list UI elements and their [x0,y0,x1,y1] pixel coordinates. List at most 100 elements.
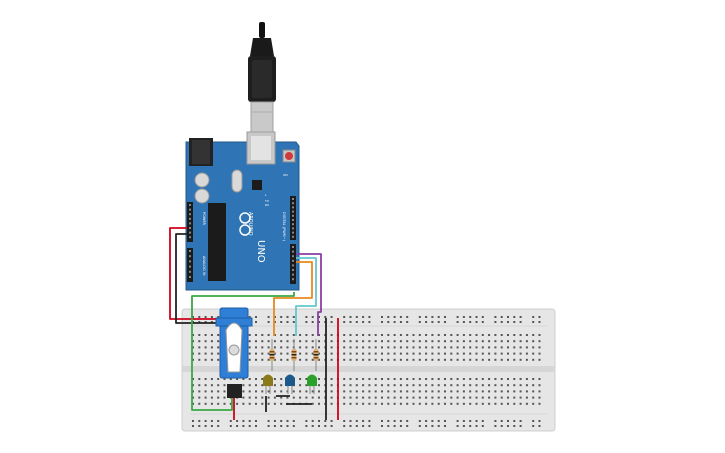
breadboard-hole [462,346,465,349]
breadboard-hole [418,316,421,318]
breadboard-hole [192,340,194,343]
breadboard-hole [513,352,516,355]
breadboard-hole [374,378,377,380]
breadboard-hole [210,352,213,355]
breadboard-hole [236,378,239,380]
breadboard-hole [204,321,207,323]
breadboard-hole [481,352,484,355]
breadboard-hole [481,420,484,422]
breadboard-hole [418,321,421,323]
breadboard-hole [330,378,333,380]
breadboard-hole [318,352,320,355]
breadboard-hole [267,352,270,355]
breadboard-hole [444,321,446,323]
breadboard-hole [198,334,201,336]
l-label: L [265,193,267,197]
breadboard-hole [532,340,535,343]
micro-servo[interactable] [215,307,253,398]
breadboard-hole [198,396,201,399]
breadboard-hole [469,420,472,422]
breadboard-hole [513,358,516,361]
breadboard-hole [418,378,421,380]
usb-cable[interactable] [248,22,276,133]
breadboard[interactable] [181,308,556,432]
wire-black-gnd [175,233,224,324]
breadboard-hole [368,340,371,343]
breadboard-hole [192,334,194,336]
breadboard-hole [362,358,365,361]
breadboard-hole [204,420,207,422]
header-pin [292,264,294,267]
breadboard-hole [286,316,289,318]
digital-header-bottom[interactable] [290,244,296,284]
breadboard-hole [456,420,459,422]
breadboard-hole [210,384,213,387]
breadboard-hole [475,420,478,422]
breadboard-hole [255,352,257,355]
breadboard-hole [462,390,465,393]
reset-button[interactable] [282,149,296,163]
breadboard-hole [399,384,402,387]
breadboard-hole [525,340,528,343]
breadboard-hole [469,396,472,399]
breadboard-hole [513,378,516,380]
breadboard-hole [393,340,396,343]
breadboard-hole [532,321,535,323]
breadboard-hole [223,384,226,387]
breadboard-hole [204,390,207,393]
breadboard-hole [267,402,270,405]
breadboard-hole [475,321,478,323]
breadboard-hole [330,402,333,405]
breadboard-hole [255,420,257,422]
breadboard-hole [198,384,201,387]
breadboard-hole [204,352,207,355]
breadboard-hole [330,316,333,318]
breadboard-hole [248,378,251,380]
analog-label: ANALOG IN [202,256,206,276]
breadboard-hole [450,402,453,405]
breadboard-hole [267,420,270,422]
resistor [313,339,319,371]
breadboard-hole [255,378,257,380]
breadboard-hole [412,340,415,343]
breadboard-hole [236,425,239,427]
breadboard-hole [425,358,428,361]
breadboard-hole [475,378,478,380]
breadboard-hole [500,346,503,349]
breadboard-hole [444,358,446,361]
breadboard-hole [494,396,497,399]
breadboard-hole [318,358,320,361]
power-header[interactable] [187,202,193,242]
breadboard-hole [456,334,459,336]
breadboard-hole [368,321,371,323]
breadboard-hole [494,358,497,361]
brand-label: ARDUINO [247,212,253,236]
breadboard-hole [299,334,302,336]
breadboard-hole [355,358,358,361]
breadboard-hole [198,346,201,349]
breadboard-hole [261,402,264,405]
breadboard-hole [532,358,535,361]
breadboard-hole [399,402,402,405]
breadboard-hole [311,358,314,361]
breadboard-hole [538,390,541,393]
header-pin [189,260,191,263]
breadboard-hole [387,420,390,422]
breadboard-hole [255,396,257,399]
digital-header-top[interactable] [290,196,296,240]
header-pin [189,227,191,229]
breadboard-hole [399,352,402,355]
breadboard-hole [444,425,446,427]
breadboard-hole [399,378,402,380]
breadboard-hole [198,321,201,323]
breadboard-hole [532,420,535,422]
breadboard-hole [198,340,201,343]
arduino-uno-board[interactable]: ARDUINO UNO DIGITAL (PWM~) ANALOG IN POW… [185,131,300,291]
analog-header[interactable] [187,248,193,282]
breadboard-hole [425,352,428,355]
breadboard-hole [267,316,270,318]
breadboard-hole [248,346,251,349]
breadboard-hole [507,321,509,323]
breadboard-hole [349,420,352,422]
